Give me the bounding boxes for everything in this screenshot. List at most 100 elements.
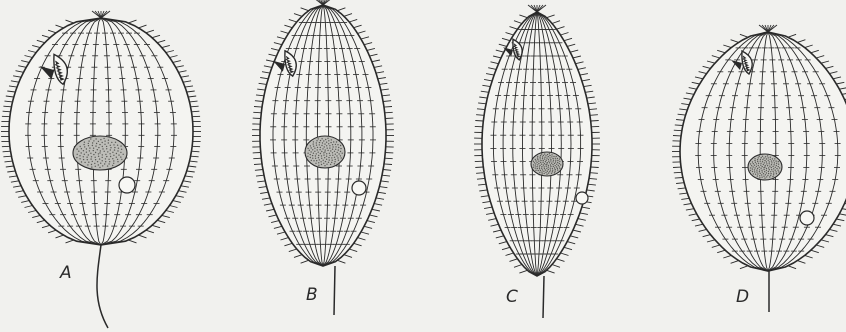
- nucleus-stipple: [549, 155, 550, 156]
- nucleus-stipple: [559, 168, 560, 169]
- nucleus-stipple: [778, 164, 779, 165]
- nucleus-stipple: [78, 151, 79, 152]
- nucleus-stipple: [762, 161, 763, 162]
- nucleus-stipple: [541, 164, 542, 165]
- cilium: [675, 125, 683, 126]
- nucleus-stipple: [537, 159, 538, 160]
- contractile-vacuole: [119, 177, 135, 193]
- nucleus-stipple: [756, 163, 757, 164]
- nucleus-stipple: [327, 138, 328, 139]
- nucleus-stipple: [772, 171, 773, 172]
- nucleus-stipple: [315, 163, 316, 164]
- nucleus-stipple: [548, 161, 549, 162]
- nucleus-stipple: [764, 177, 765, 178]
- nucleus-stipple: [327, 148, 328, 149]
- nucleus-stipple: [764, 162, 765, 163]
- nucleus-stipple: [547, 171, 548, 172]
- nucleus-stipple: [315, 155, 316, 156]
- nucleus-stipple: [311, 160, 312, 161]
- nucleus-stipple: [311, 147, 312, 148]
- nucleus-stipple: [331, 162, 332, 163]
- nucleus-stipple: [108, 140, 109, 141]
- nucleus-stipple: [559, 161, 560, 162]
- nucleus-stipple: [765, 174, 766, 175]
- nucleus-stipple: [535, 160, 536, 161]
- nucleus-stipple: [121, 149, 122, 150]
- nucleus-stipple: [544, 173, 545, 174]
- nucleus-stipple: [776, 173, 777, 174]
- nucleus-stipple: [326, 145, 327, 146]
- nucleus-stipple: [87, 164, 88, 165]
- nucleus-stipple: [313, 141, 314, 142]
- nucleus-stipple: [761, 170, 762, 171]
- nucleus-stipple: [769, 163, 770, 164]
- nucleus-stipple: [770, 173, 771, 174]
- nucleus-stipple: [766, 163, 767, 164]
- nucleus-stipple: [763, 167, 764, 168]
- nucleus-stipple: [559, 158, 560, 159]
- nucleus-stipple: [104, 151, 105, 152]
- nucleus-stipple: [329, 159, 330, 160]
- nucleus-stipple: [321, 155, 322, 156]
- nucleus-stipple: [753, 173, 754, 174]
- nucleus-stipple: [535, 163, 536, 164]
- nucleus-stipple: [112, 158, 113, 159]
- nucleus-stipple: [544, 168, 545, 169]
- nucleus-stipple: [560, 164, 561, 165]
- nucleus-stipple: [123, 154, 124, 155]
- nucleus-stipple: [91, 166, 92, 167]
- nucleus-stipple: [775, 171, 776, 172]
- nucleus-stipple: [549, 157, 550, 158]
- nucleus-stipple: [552, 161, 553, 162]
- nucleus-stipple: [326, 142, 327, 143]
- nucleus-stipple: [316, 142, 317, 143]
- nucleus-stipple: [550, 166, 551, 167]
- nucleus-stipple: [759, 177, 760, 178]
- nucleus-stipple: [552, 168, 553, 169]
- nucleus-stipple: [547, 162, 548, 163]
- nucleus-stipple: [117, 145, 118, 146]
- nucleus-stipple: [90, 158, 91, 159]
- nucleus-stipple: [319, 149, 320, 150]
- nucleus-stipple: [539, 157, 540, 158]
- nucleus-stipple: [546, 166, 547, 167]
- nucleus-stipple: [544, 163, 545, 164]
- cilium: [590, 115, 598, 116]
- nucleus-stipple: [540, 158, 541, 159]
- nucleus-stipple: [310, 157, 311, 158]
- nucleus-stipple: [104, 144, 105, 145]
- nucleus-stipple: [321, 138, 322, 139]
- nucleus-stipple: [546, 168, 547, 169]
- nucleus-stipple: [542, 156, 543, 157]
- nucleus-stipple: [102, 157, 103, 158]
- nucleus-stipple: [83, 150, 84, 151]
- nucleus-stipple: [105, 154, 106, 155]
- nucleus-stipple: [330, 142, 331, 143]
- nucleus-stipple: [307, 156, 308, 157]
- nucleus-stipple: [771, 167, 772, 168]
- nucleus-stipple: [112, 165, 113, 166]
- nucleus-stipple: [332, 146, 333, 147]
- nucleus-stipple: [754, 158, 755, 159]
- nucleus-stipple: [326, 156, 327, 157]
- nucleus-stipple: [329, 145, 330, 146]
- nucleus-stipple: [316, 160, 317, 161]
- nucleus-stipple: [555, 169, 556, 170]
- cilium: [384, 164, 392, 165]
- nucleus-stipple: [334, 163, 335, 164]
- nucleus-stipple: [98, 147, 99, 148]
- nucleus-stipple: [750, 170, 751, 171]
- nucleus-stipple: [765, 156, 766, 157]
- nucleus-stipple: [750, 163, 751, 164]
- nucleus-stipple: [557, 158, 558, 159]
- nucleus-stipple: [545, 172, 546, 173]
- nucleus-stipple: [557, 168, 558, 169]
- nucleus-stipple: [773, 174, 774, 175]
- nucleus-stipple: [113, 144, 114, 145]
- nucleus-stipple: [533, 161, 534, 162]
- nucleus-stipple: [755, 162, 756, 163]
- cilium: [254, 107, 262, 108]
- nucleus-stipple: [752, 161, 753, 162]
- nucleus-stipple: [107, 165, 108, 166]
- nucleus-stipple: [542, 158, 543, 159]
